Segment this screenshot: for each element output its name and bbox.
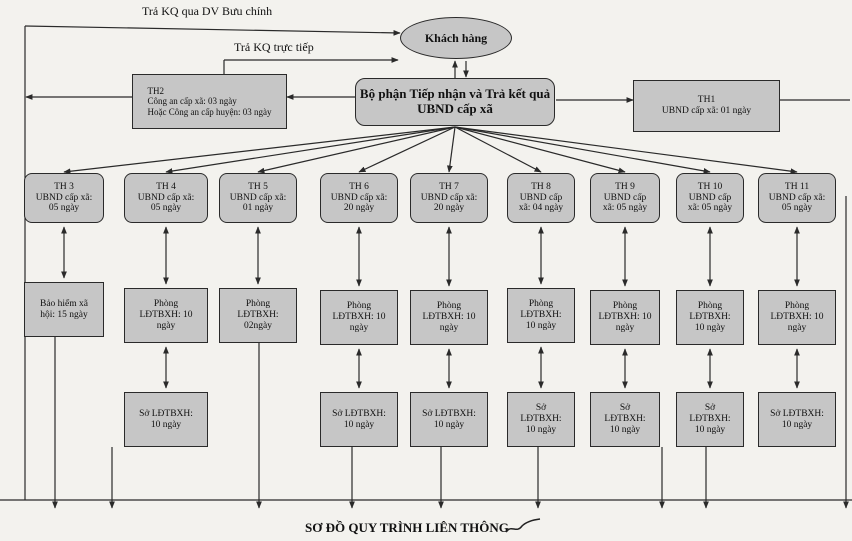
diagram-title: SƠ ĐỒ QUY TRÌNH LIÊN THÔNG: [305, 520, 509, 535]
customer-node: Khách hàng: [400, 17, 512, 59]
case-agency-node: Phòng LĐTBXH: 10 ngày: [590, 290, 660, 345]
case-department-node: Sở LĐTBXH: 10 ngày: [124, 392, 208, 447]
postal-return-label: Trả KQ qua DV Bưu chính: [142, 4, 273, 18]
case-th-node: TH 11 UBND cấp xã: 05 ngày: [758, 173, 836, 223]
case-th-node: TH 10 UBND cấp xã: 05 ngày: [676, 173, 744, 223]
case-department-node: Sở LĐTBXH: 10 ngày: [507, 392, 575, 447]
case-th-node: TH 8 UBND cấp xã: 04 ngày: [507, 173, 575, 223]
case-department-node: Sở LĐTBXH: 10 ngày: [676, 392, 744, 447]
th1-node: TH1 UBND cấp xã: 01 ngày: [633, 80, 780, 132]
case-agency-node: Phòng LĐTBXH: 10 ngày: [758, 290, 836, 345]
case-department-node: Sở LĐTBXH: 10 ngày: [758, 392, 836, 447]
case-agency-node: Phòng LĐTBXH: 10 ngày: [676, 290, 744, 345]
case-agency-node: Phòng LĐTBXH: 10 ngày: [410, 290, 488, 345]
th2-node: TH2 Công an cấp xã: 03 ngày Hoặc Công an…: [132, 74, 287, 129]
case-th-node: TH 5 UBND cấp xã: 01 ngày: [219, 173, 297, 223]
case-agency-node: Phòng LĐTBXH: 02ngày: [219, 288, 297, 343]
case-th-node: TH 4 UBND cấp xã: 05 ngày: [124, 173, 208, 223]
case-agency-node: Bảo hiểm xã hội: 15 ngày: [24, 282, 104, 337]
case-th-node: TH 6 UBND cấp xã: 20 ngày: [320, 173, 398, 223]
direct-return-label: Trả KQ trực tiếp: [234, 40, 314, 54]
case-agency-node: Phòng LĐTBXH: 10 ngày: [320, 290, 398, 345]
case-department-node: Sở LĐTBXH: 10 ngày: [320, 392, 398, 447]
case-th-node: TH 7 UBND cấp xã: 20 ngày: [410, 173, 488, 223]
signature-mark: [505, 518, 541, 533]
case-th-node: TH 9 UBND cấp xã: 05 ngày: [590, 173, 660, 223]
case-department-node: Sở LĐTBXH: 10 ngày: [590, 392, 660, 447]
case-agency-node: Phòng LĐTBXH: 10 ngày: [124, 288, 208, 343]
case-agency-node: Phòng LĐTBXH: 10 ngày: [507, 288, 575, 343]
reception-center-node: Bộ phận Tiếp nhận và Trả kết quả UBND cấ…: [355, 78, 555, 126]
case-th-node: TH 3 UBND cấp xã: 05 ngày: [24, 173, 104, 223]
case-department-node: Sở LĐTBXH: 10 ngày: [410, 392, 488, 447]
